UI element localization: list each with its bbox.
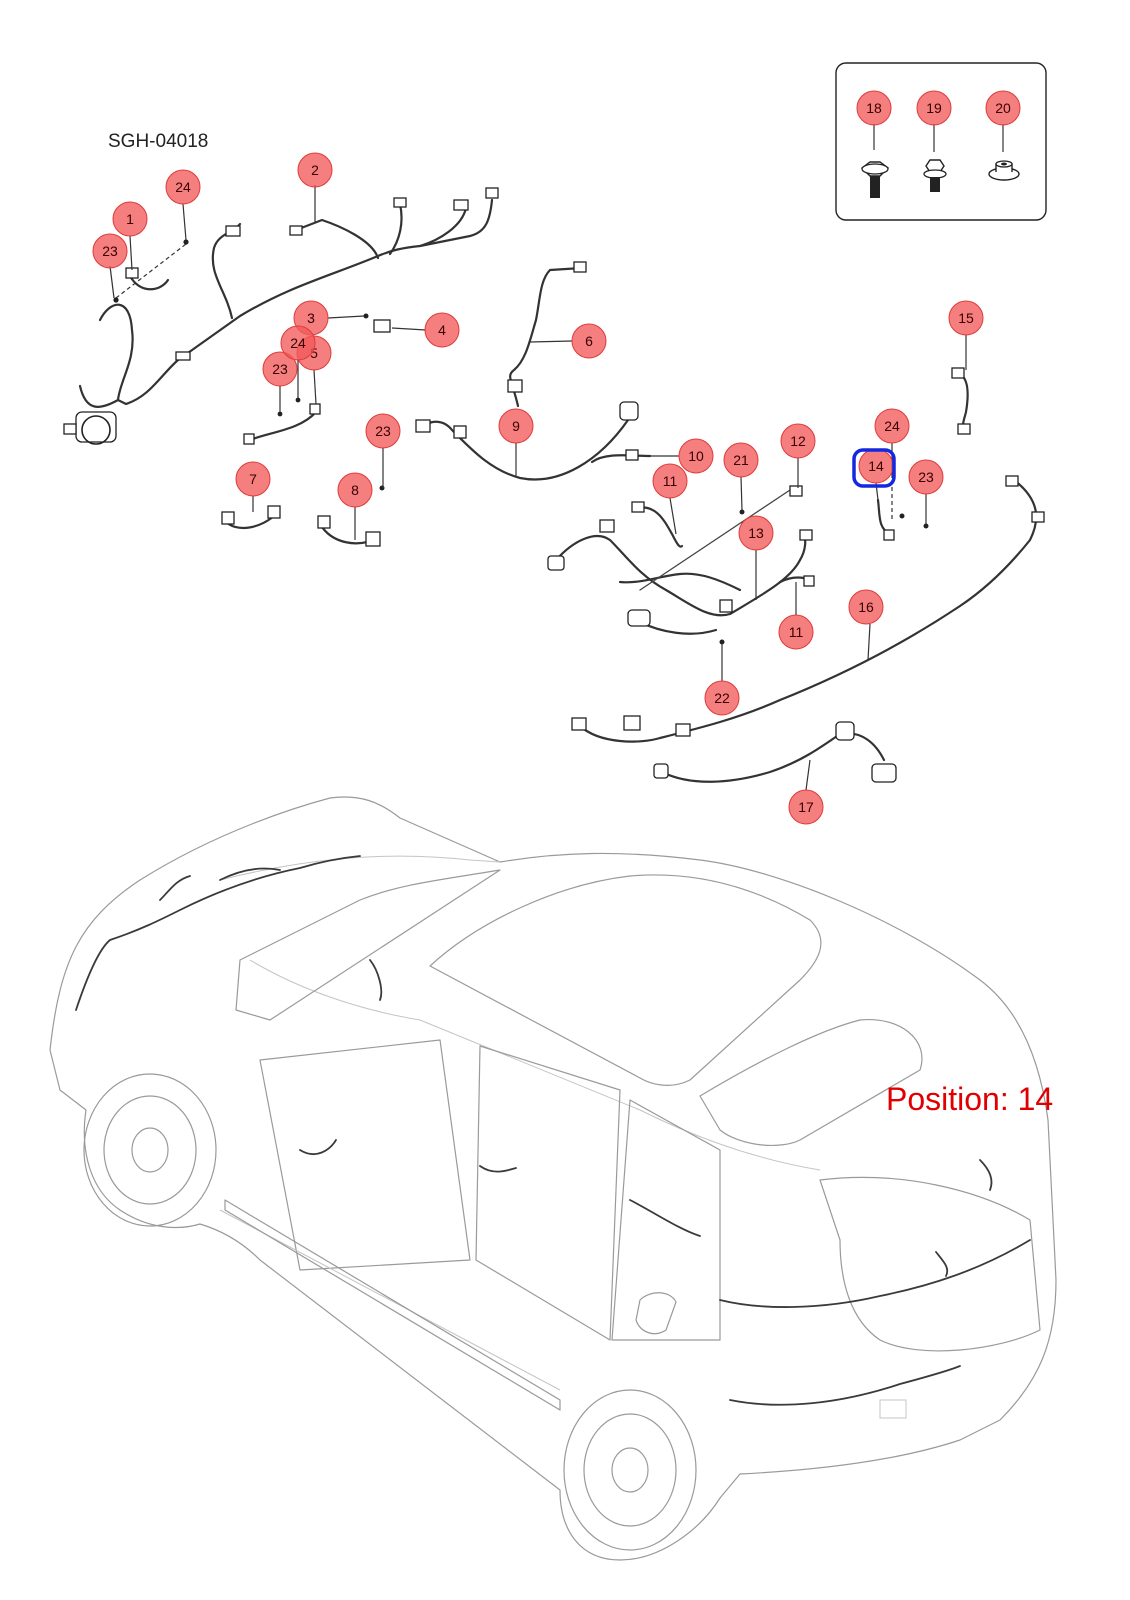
callout-19[interactable]: 19 bbox=[916, 90, 952, 126]
callout-8[interactable]: 8 bbox=[337, 472, 373, 508]
callout-13[interactable]: 13 bbox=[738, 515, 774, 551]
svg-text:1: 1 bbox=[126, 211, 134, 227]
svg-text:6: 6 bbox=[585, 333, 593, 349]
callout-14[interactable]: 14 bbox=[858, 448, 894, 484]
svg-text:24: 24 bbox=[175, 179, 191, 195]
svg-text:24: 24 bbox=[290, 335, 306, 351]
callout-badges: 1 2 3 4 5 6 7 8 9 10 11 11 12 13 14 15 1… bbox=[92, 90, 1021, 825]
callout-10[interactable]: 10 bbox=[678, 438, 714, 474]
callout-23-right[interactable]: 23 bbox=[908, 459, 944, 495]
svg-text:11: 11 bbox=[789, 624, 804, 640]
flange-nut-icon bbox=[988, 160, 1020, 181]
svg-text:7: 7 bbox=[249, 471, 257, 487]
svg-text:11: 11 bbox=[663, 473, 678, 489]
svg-text:17: 17 bbox=[798, 799, 814, 815]
svg-text:2: 2 bbox=[311, 162, 319, 178]
svg-text:9: 9 bbox=[512, 418, 520, 434]
callout-15[interactable]: 15 bbox=[948, 300, 984, 336]
callout-17[interactable]: 17 bbox=[788, 789, 824, 825]
svg-text:23: 23 bbox=[375, 423, 391, 439]
svg-text:8: 8 bbox=[351, 482, 359, 498]
leader-lines bbox=[109, 185, 967, 791]
callout-7[interactable]: 7 bbox=[235, 461, 271, 497]
callout-20[interactable]: 20 bbox=[985, 90, 1021, 126]
svg-text:14: 14 bbox=[868, 458, 884, 474]
callout-23-mid-left[interactable]: 23 bbox=[262, 351, 298, 387]
svg-text:18: 18 bbox=[866, 100, 882, 116]
callout-2[interactable]: 2 bbox=[297, 152, 333, 188]
svg-text:4: 4 bbox=[438, 322, 446, 338]
svg-text:22: 22 bbox=[714, 690, 730, 706]
callout-22[interactable]: 22 bbox=[704, 680, 740, 716]
callout-23-left[interactable]: 23 bbox=[92, 233, 128, 269]
svg-text:15: 15 bbox=[958, 310, 974, 326]
vehicle-illustration bbox=[49, 796, 1057, 1561]
callout-23-mid[interactable]: 23 bbox=[365, 413, 401, 449]
callout-4[interactable]: 4 bbox=[424, 312, 460, 348]
svg-text:12: 12 bbox=[790, 433, 806, 449]
callout-24-left[interactable]: 24 bbox=[165, 169, 201, 205]
svg-text:16: 16 bbox=[858, 599, 874, 615]
callout-18[interactable]: 18 bbox=[856, 90, 892, 126]
callout-11-upper[interactable]: 11 bbox=[652, 463, 688, 499]
svg-text:23: 23 bbox=[272, 361, 288, 377]
callout-11-lower[interactable]: 11 bbox=[778, 614, 814, 650]
callout-21[interactable]: 21 bbox=[723, 442, 759, 478]
bolt-icon bbox=[860, 161, 890, 198]
svg-text:23: 23 bbox=[918, 469, 934, 485]
svg-text:24: 24 bbox=[884, 418, 900, 434]
svg-text:3: 3 bbox=[307, 310, 315, 326]
svg-text:23: 23 bbox=[102, 243, 118, 259]
svg-text:13: 13 bbox=[748, 525, 764, 541]
fastener-inset bbox=[835, 62, 1047, 221]
svg-text:20: 20 bbox=[995, 100, 1011, 116]
callout-9[interactable]: 9 bbox=[498, 408, 534, 444]
screw-icon bbox=[923, 159, 947, 192]
position-label: Position: 14 bbox=[886, 1081, 1054, 1117]
svg-text:5: 5 bbox=[310, 345, 318, 361]
callout-1[interactable]: 1 bbox=[112, 201, 148, 237]
svg-text:10: 10 bbox=[688, 448, 704, 464]
callout-24-right[interactable]: 24 bbox=[874, 408, 910, 444]
svg-text:19: 19 bbox=[926, 100, 942, 116]
harness-components bbox=[63, 187, 1045, 783]
svg-text:21: 21 bbox=[733, 452, 749, 468]
reference-code: SGH-04018 bbox=[108, 131, 209, 152]
callout-24-mid[interactable]: 24 bbox=[280, 325, 316, 361]
callout-12[interactable]: 12 bbox=[780, 423, 816, 459]
callout-6[interactable]: 6 bbox=[571, 323, 607, 359]
callout-16[interactable]: 16 bbox=[848, 589, 884, 625]
selected-position-highlight bbox=[852, 448, 896, 488]
